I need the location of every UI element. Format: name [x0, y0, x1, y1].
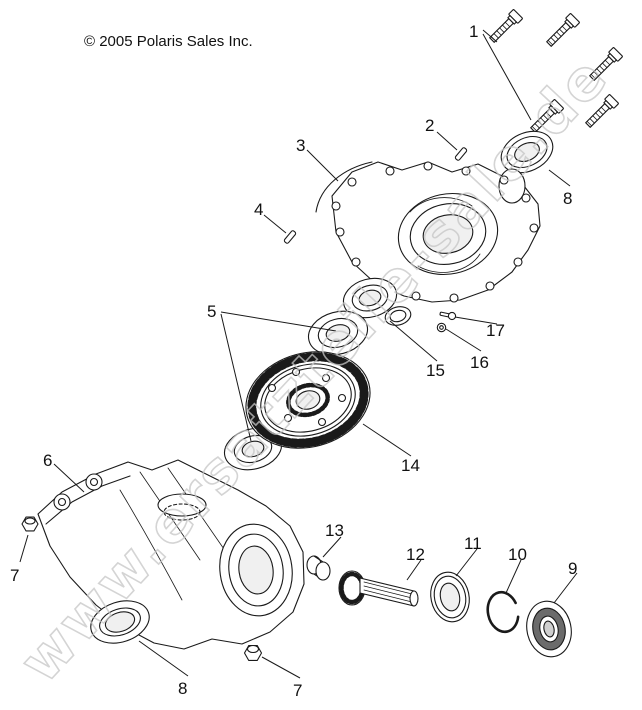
callout-3: 3 [296, 136, 305, 155]
ring-gear-rivets [267, 367, 347, 427]
dowel-pin-4 [283, 230, 297, 244]
seal-top [500, 130, 554, 174]
callout-7-left: 7 [10, 566, 19, 585]
ring-gear [245, 351, 371, 449]
callout-15: 15 [426, 361, 445, 380]
callout-7-bottom: 7 [293, 681, 302, 700]
seal-bottom [90, 600, 150, 644]
callout-1: 1 [469, 22, 478, 41]
snap-ring-10 [486, 590, 520, 634]
seal-9 [526, 600, 572, 658]
callout-11: 11 [464, 534, 482, 553]
callout-12: 12 [406, 545, 425, 564]
callout-4: 4 [254, 200, 263, 219]
output-shaft-12 [338, 570, 419, 607]
callout-5: 5 [207, 302, 216, 321]
bolt-icon [543, 12, 581, 50]
callout-10: 10 [508, 545, 527, 564]
bolt-icon [486, 8, 524, 46]
copyright-notice: © 2005 Polaris Sales Inc. [84, 33, 253, 50]
dowel-pin-2 [454, 147, 468, 161]
drain-plug-left [21, 516, 39, 532]
screw-17 [439, 311, 457, 321]
shim-washer-15 [384, 306, 412, 326]
callouts: 1 2 3 4 5 6 7 7 8 8 9 10 11 12 13 14 15 … [10, 22, 577, 700]
washer-16 [436, 322, 447, 333]
watermark-text: www.ersatzteile-sale.de [8, 44, 622, 695]
drain-plug-bottom [243, 644, 263, 661]
gearcase-cover [315, 161, 541, 303]
bearing-middle [307, 310, 369, 356]
leader-lines [19, 29, 578, 679]
bearing-upper [342, 277, 398, 319]
callout-8-top: 8 [563, 189, 572, 208]
callout-13: 13 [325, 521, 344, 540]
callout-2: 2 [425, 116, 434, 135]
callout-17: 17 [486, 321, 505, 340]
callout-14: 14 [401, 456, 420, 475]
callout-9: 9 [568, 559, 577, 578]
callout-16: 16 [470, 353, 489, 372]
gearcase-housing [37, 459, 305, 650]
bearing-11 [430, 571, 470, 623]
callout-6: 6 [43, 451, 52, 470]
bushing-13 [306, 555, 331, 581]
callout-8-bottom: 8 [178, 679, 187, 698]
